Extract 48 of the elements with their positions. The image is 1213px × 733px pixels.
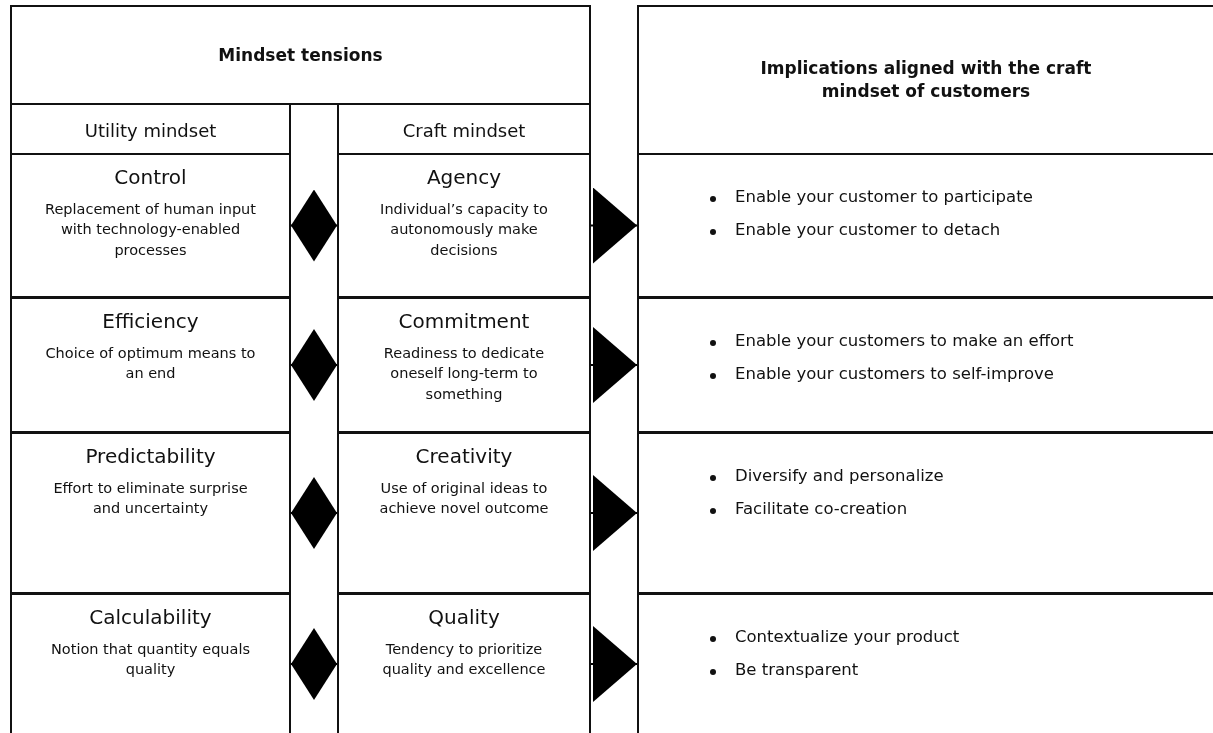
cell-heading: Calculability [89,605,212,629]
table-cell [10,153,291,298]
cell-description: Individual’s capacity to autonomously make decisions [379,200,549,260]
cell-heading: Control [114,165,187,189]
table-cell [10,297,291,433]
arrow [590,475,638,551]
cell-heading: Efficiency [102,309,199,333]
bullet-item: Facilitate co-creation [735,499,908,518]
tension-diamond [290,477,338,549]
table-panel [10,5,591,733]
tension-diamond [290,329,338,401]
cell-description: Notion that quantity equals quality [50,640,251,680]
table-cell [337,432,591,594]
bullet-item: Enable your customers to make an effort [735,331,1074,350]
cell-description: Choice of optimum means to an end [44,344,257,384]
column-heading: Craft mindset [402,119,526,141]
cell-heading: Creativity [415,444,513,468]
column-panel [10,103,291,733]
tension-diamond [290,628,338,700]
bullet-item: Diversify and personalize [735,466,944,485]
cell-heading: Agency [426,165,502,189]
tension-diamond [290,189,338,262]
column-panel [337,103,591,733]
arrow [590,626,638,702]
cell-heading: Quality [428,605,500,629]
table-cell [637,432,1213,594]
cell-heading: Commitment [398,309,530,333]
bullet-item: Contextualize your product [735,627,960,646]
cell-description: Effort to eliminate surprise and uncertainty [52,479,249,519]
bullet-item: Enable your customer to detach [735,220,1001,239]
bullet-item: Enable your customers to self-improve [735,364,1054,383]
arrow [590,187,638,264]
table-cell [10,432,291,594]
arrow [590,327,638,403]
cell-description: Tendency to prioritize quality and excellence [381,640,547,680]
table-panel [637,5,1213,733]
panel-heading: Implications aligned with the craft mindset of customers [639,7,1213,155]
cell-description: Use of original ideas to achieve novel outcome [378,479,550,519]
bullet-item: Enable your customer to participate [735,187,1033,206]
table-cell [337,297,591,433]
panel-heading: Mindset tensions [12,7,589,105]
table-cell [337,153,591,298]
table-cell [637,297,1213,433]
cell-description: Readiness to dedicate oneself long-term to something [382,344,546,404]
column-heading: Utility mindset [84,119,217,141]
bullet-item: Be transparent [735,660,859,679]
cell-heading: Predictability [85,444,216,468]
cell-description: Replacement of human input with technology-enabled processes [44,200,257,260]
